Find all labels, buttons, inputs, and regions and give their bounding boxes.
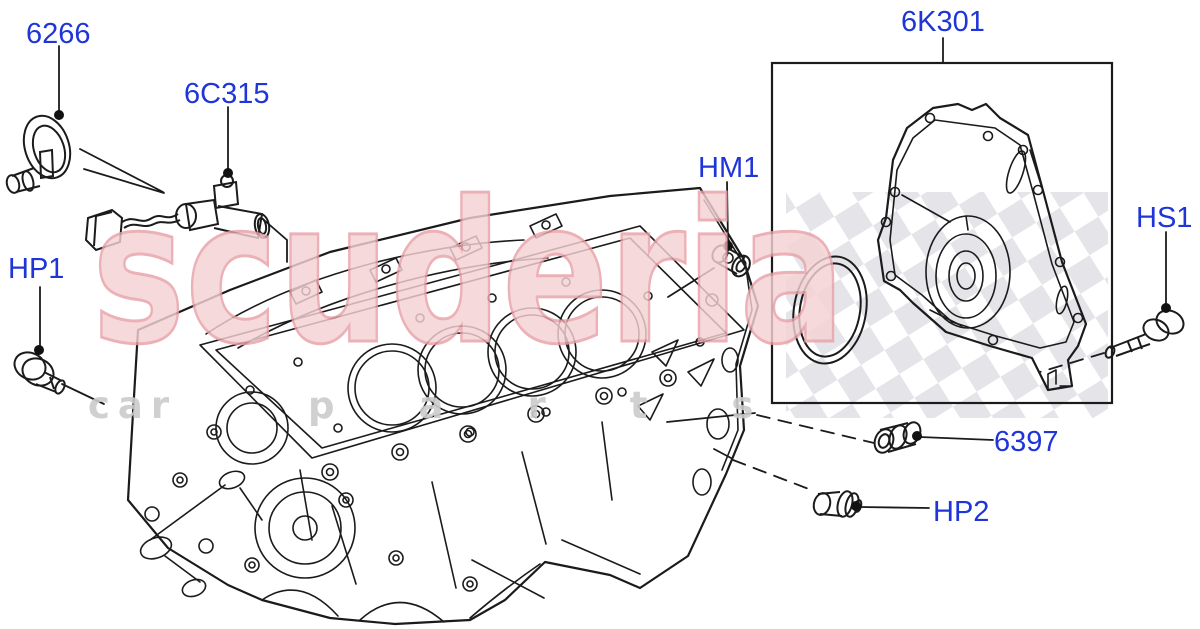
part-HP1-drawing [13, 351, 66, 395]
part-6C315-drawing [84, 174, 271, 252]
checkered-flag-watermark [786, 192, 1108, 418]
part-HS1-drawing [1104, 309, 1185, 359]
timing-cover-drawing [876, 102, 1088, 392]
engine-block-drawing [126, 186, 760, 626]
callout-6K301: 6K301 [901, 6, 985, 38]
callout-6266: 6266 [26, 18, 91, 50]
callout-HP2: HP2 [933, 496, 990, 528]
part-6397-drawing [873, 421, 922, 454]
callout-6C315: 6C315 [184, 78, 270, 110]
callout-6397: 6397 [994, 426, 1059, 458]
callout-HP1: HP1 [8, 253, 65, 285]
callout-HM1: HM1 [698, 152, 760, 184]
part-HM1-drawing [711, 244, 751, 278]
callout-HS1: HS1 [1136, 202, 1193, 234]
part-6266-drawing [5, 114, 72, 194]
callout-dots [34, 110, 1171, 511]
crank-seal-drawing [792, 255, 868, 365]
kit-box-6k301 [770, 61, 1114, 405]
leader-lines [39, 37, 1167, 509]
